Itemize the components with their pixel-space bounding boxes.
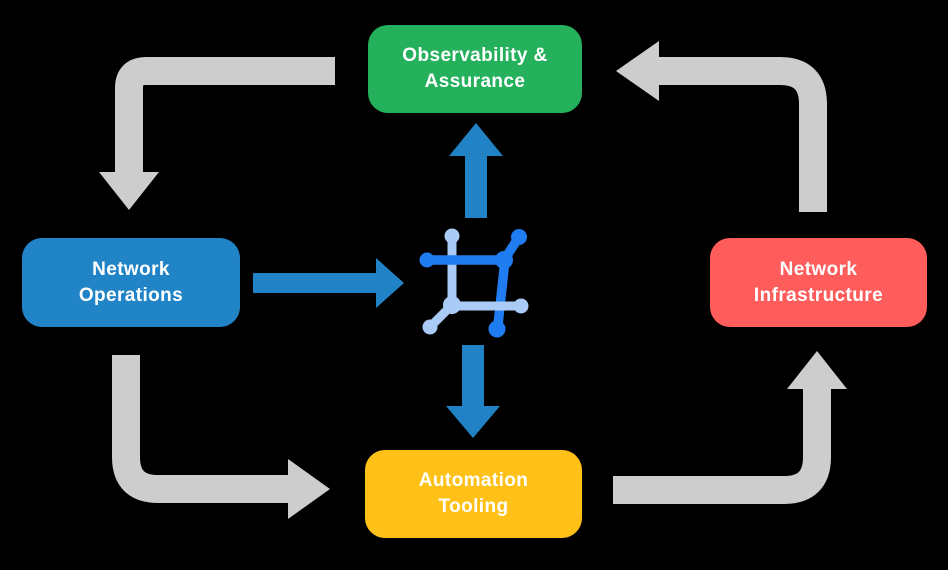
node-automation-tooling: Automation Tooling xyxy=(365,450,582,538)
network-mesh-icon xyxy=(419,228,529,338)
node-observability-label: Observability & Assurance xyxy=(402,45,548,92)
node-observability-assurance: Observability & Assurance xyxy=(368,25,582,113)
arrow-tooling-to-infrastructure xyxy=(613,351,847,504)
arrow-center-to-tooling xyxy=(446,345,500,438)
arrow-observability-to-operations xyxy=(99,57,335,210)
arrow-infrastructure-to-observability xyxy=(616,41,827,212)
arrow-center-to-observability xyxy=(449,123,503,218)
node-network-infrastructure: Network Infrastructure xyxy=(710,238,927,327)
arrow-operations-to-center xyxy=(253,258,404,308)
node-operations-label: Network Operations xyxy=(78,258,184,306)
arrow-operations-to-tooling xyxy=(112,355,330,519)
node-tooling-label: Automation Tooling xyxy=(418,470,529,517)
node-network-operations: Network Operations xyxy=(22,238,240,327)
node-infrastructure-label: Network Infrastructure xyxy=(753,258,884,306)
